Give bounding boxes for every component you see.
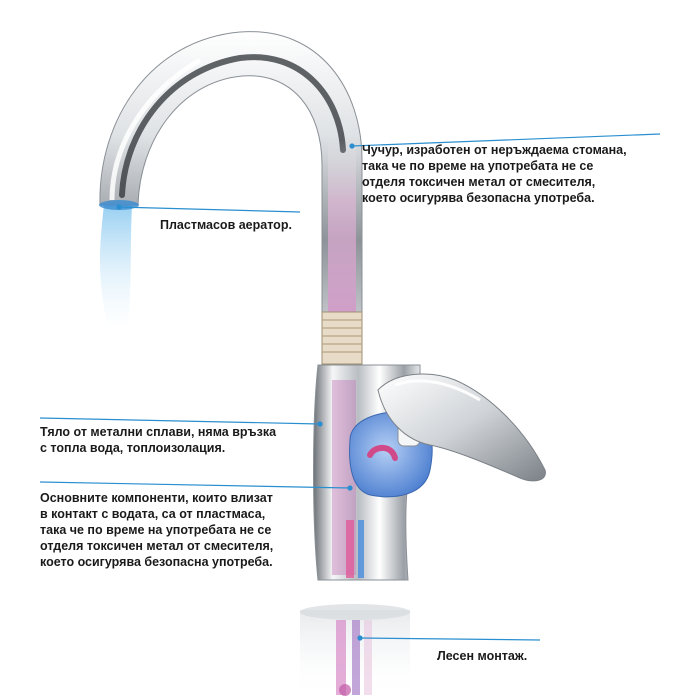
spout-leader xyxy=(351,133,661,147)
aerator-leader xyxy=(118,206,301,213)
callout-line: Тяло от метални сплави, няма връзка xyxy=(40,425,277,439)
body-leader xyxy=(39,417,321,425)
body-callout: Тяло от метални сплави, няма връзка с то… xyxy=(40,424,276,456)
callout-line: така че по време на употребата не се xyxy=(40,523,272,537)
callout-line: което осигурява безопасна употреба. xyxy=(362,191,595,205)
mounting-leader xyxy=(359,637,541,641)
handle-lever xyxy=(377,373,546,482)
callout-line: Основните компоненти, които влизат xyxy=(40,491,273,505)
callout-line: Чучур, изработен от неръждаема стомана, xyxy=(362,143,627,157)
callout-line: отделя токсичен метал от смесителя, xyxy=(40,539,274,553)
spout-arch xyxy=(99,31,363,381)
aerator-callout: Пластмасов аератор. xyxy=(160,218,292,232)
callout-line: така че по време на употребата не се xyxy=(362,159,594,173)
callout-line: което осигурява безопасна употреба. xyxy=(40,555,273,569)
water-stream xyxy=(100,205,132,325)
components-callout: Основните компоненти, които влизат в кон… xyxy=(40,490,273,570)
components-leader xyxy=(39,481,351,489)
spout-callout: Чучур, изработен от неръждаема стомана, … xyxy=(362,142,627,206)
callout-line: с топла вода, топлоизолация. xyxy=(40,441,226,455)
mounting-callout: Лесен монтаж. xyxy=(437,649,528,663)
callout-line: в контакт с водата, са от пластмаса, xyxy=(40,507,266,521)
callout-line: отделя токсичен метал от смесителя, xyxy=(362,175,596,189)
